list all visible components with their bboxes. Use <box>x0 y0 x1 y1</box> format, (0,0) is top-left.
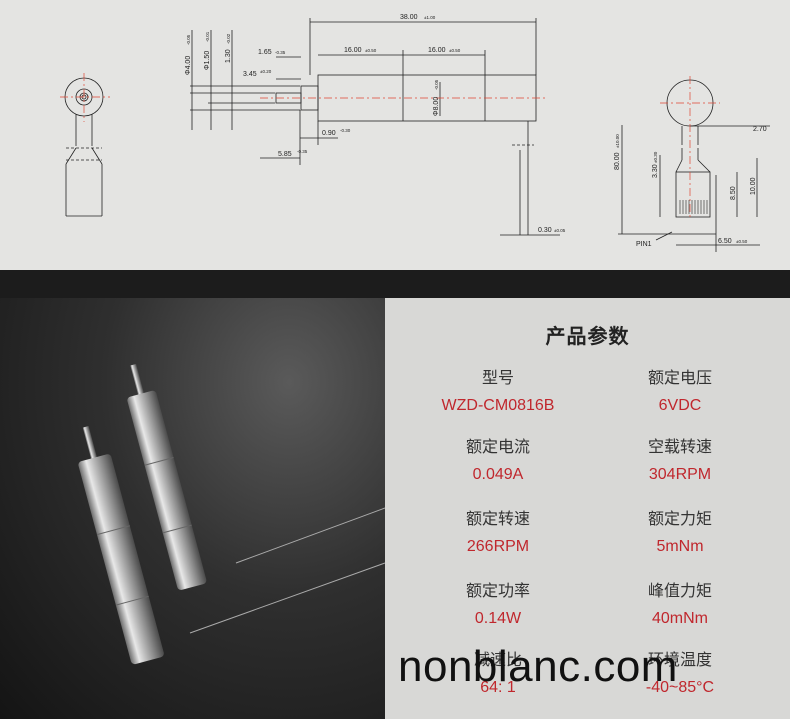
svg-text:6.50: 6.50 <box>718 238 732 245</box>
connector-outline <box>675 171 711 218</box>
product-photo <box>0 298 385 719</box>
svg-text:Φ1.50: Φ1.50 <box>204 51 211 70</box>
spec-label: 额定电压 <box>647 368 712 387</box>
svg-text:-0.05: -0.05 <box>434 79 439 90</box>
svg-text:±0.20: ±0.20 <box>260 69 272 74</box>
spec-value: 0.14W <box>474 610 522 627</box>
dim-overall-length: 38.00 <box>400 14 418 21</box>
pin1-label: PIN1 <box>636 241 652 248</box>
technical-drawing: 38.00 ±1.00 16.00 ±0.50 16.00 ±0.50 1.65… <box>0 0 790 270</box>
svg-text:3.30: 3.30 <box>652 164 659 178</box>
spec-ambient-temp: 环境温度 -40~85°C <box>595 650 765 698</box>
spec-label: 减速比 <box>473 650 522 669</box>
spec-value: 40mNm <box>651 610 708 627</box>
spec-rated-voltage: 额定电压 6VDC <box>595 368 765 416</box>
svg-text:3.45: 3.45 <box>243 71 257 78</box>
svg-text:2.70: 2.70 <box>753 126 767 133</box>
drawing-svg: 38.00 ±1.00 16.00 ±0.50 16.00 ±0.50 1.65… <box>60 14 770 252</box>
motor-wire-1 <box>235 507 385 564</box>
motor-back <box>127 363 207 590</box>
spec-rated-current: 额定电流 0.049A <box>413 437 583 485</box>
spec-value: 64: 1 <box>480 679 516 696</box>
specs-panel: 产品参数 型号 WZD-CM0816B 额定电压 6VDC 额定电流 0.049… <box>385 298 790 719</box>
motor-wire-2 <box>189 562 385 634</box>
svg-text:1.30: 1.30 <box>225 49 232 63</box>
svg-text:1.65: 1.65 <box>258 49 272 56</box>
svg-text:-0.35: -0.35 <box>297 149 308 154</box>
svg-text:-0.35: -0.35 <box>275 50 286 55</box>
motor-front <box>78 426 164 665</box>
spec-label: 型号 <box>481 368 514 387</box>
svg-text:0.30: 0.30 <box>538 227 552 234</box>
connector-pins <box>679 200 708 214</box>
watermark-text: nonblanc.com <box>398 642 678 691</box>
svg-text:±0.50: ±0.50 <box>449 48 461 53</box>
svg-text:Φ8.00: Φ8.00 <box>433 97 440 116</box>
svg-text:±10.00: ±10.00 <box>615 134 620 148</box>
svg-text:16.00: 16.00 <box>344 47 362 54</box>
spec-value: 266RPM <box>466 538 530 555</box>
spec-label: 空载转速 <box>647 437 712 456</box>
motor-photo-svg <box>78 363 385 665</box>
svg-text:0.90: 0.90 <box>322 130 336 137</box>
svg-text:8.50: 8.50 <box>730 186 737 200</box>
spec-label: 峰值力矩 <box>647 581 712 600</box>
spec-rated-speed: 额定转速 266RPM <box>413 509 583 557</box>
svg-text:±1.00: ±1.00 <box>424 15 436 20</box>
svg-text:-0.02: -0.02 <box>226 33 231 44</box>
spec-label: 额定转速 <box>465 509 530 528</box>
svg-text:±0.30: ±0.30 <box>653 151 658 163</box>
spec-value: -40~85°C <box>645 679 715 696</box>
svg-text:±0.50: ±0.50 <box>736 239 748 244</box>
spec-label: 额定功率 <box>465 581 530 600</box>
spec-value: 5mNm <box>656 538 704 555</box>
spec-model: 型号 WZD-CM0816B <box>413 368 583 416</box>
spec-reduction-ratio: 减速比 64: 1 <box>413 650 583 698</box>
svg-text:±0.05: ±0.05 <box>554 228 566 233</box>
svg-text:5.85: 5.85 <box>278 151 292 158</box>
svg-text:±0.50: ±0.50 <box>365 48 377 53</box>
svg-text:80.00: 80.00 <box>614 152 621 170</box>
svg-text:10.00: 10.00 <box>750 177 757 195</box>
separator-band <box>0 270 790 298</box>
spec-rated-torque: 额定力矩 5mNm <box>595 509 765 557</box>
specs-title: 产品参数 <box>545 324 630 348</box>
spec-label: 环境温度 <box>647 650 712 669</box>
spec-value: 304RPM <box>648 466 712 483</box>
spec-peak-torque: 峰值力矩 40mNm <box>595 581 765 629</box>
svg-text:-0.05: -0.05 <box>186 34 191 45</box>
spec-label: 额定电流 <box>465 437 530 456</box>
spec-value: WZD-CM0816B <box>441 397 555 414</box>
spec-label: 额定力矩 <box>647 509 712 528</box>
spec-value: 6VDC <box>658 397 702 414</box>
svg-text:-0.01: -0.01 <box>205 31 210 42</box>
svg-text:-0.30: -0.30 <box>340 128 351 133</box>
svg-text:16.00: 16.00 <box>428 47 446 54</box>
spec-value: 0.049A <box>472 466 524 483</box>
spec-no-load-speed: 空载转速 304RPM <box>595 437 765 485</box>
svg-text:Φ4.00: Φ4.00 <box>185 56 192 75</box>
spec-rated-power: 额定功率 0.14W <box>413 581 583 629</box>
